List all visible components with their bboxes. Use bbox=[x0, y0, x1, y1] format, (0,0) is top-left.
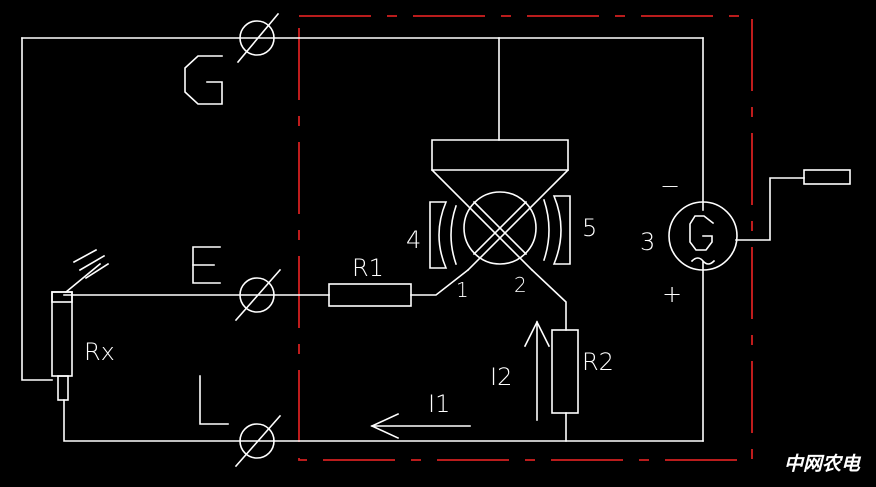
instrument-enclosure bbox=[298, 15, 753, 461]
coil-4 bbox=[429, 201, 458, 269]
label-i2: I2 bbox=[490, 363, 512, 391]
generator bbox=[668, 201, 738, 271]
node2-r2-wire bbox=[530, 268, 567, 331]
label-plus: + bbox=[662, 280, 682, 308]
current-arrow-i1 bbox=[370, 412, 471, 440]
r1-node1-wire bbox=[410, 268, 470, 296]
resistor-r2 bbox=[551, 329, 579, 414]
label-rx: Rx bbox=[84, 338, 115, 366]
current-arrow-i2 bbox=[523, 320, 551, 421]
ground-lead bbox=[64, 262, 102, 294]
label-r1: R1 bbox=[352, 254, 384, 282]
label-coil-3: 3 bbox=[640, 228, 655, 256]
label-node-1: 1 bbox=[456, 278, 469, 302]
crank-knob bbox=[803, 169, 851, 185]
galvanometer-dial bbox=[463, 191, 537, 265]
glyph-e bbox=[192, 246, 221, 284]
label-r2: R2 bbox=[582, 348, 614, 376]
terminal-e bbox=[234, 268, 282, 322]
glyph-g bbox=[184, 55, 223, 105]
crank-arm bbox=[735, 177, 805, 241]
coil-5 bbox=[542, 195, 571, 265]
terminal-g bbox=[236, 12, 280, 64]
wiring bbox=[21, 37, 805, 442]
left-wire bbox=[21, 37, 53, 381]
watermark: 中网农电 bbox=[784, 453, 862, 475]
ac-wave-icon bbox=[690, 257, 716, 265]
glyph-l bbox=[199, 375, 229, 425]
bottom-wire bbox=[63, 399, 704, 442]
resistor-r1 bbox=[328, 283, 412, 307]
label-i1: I1 bbox=[428, 390, 450, 418]
earth-electrode-rx bbox=[51, 248, 110, 401]
galvanometer-head bbox=[431, 139, 569, 171]
terminal-l bbox=[234, 414, 282, 468]
label-coil-4: 4 bbox=[406, 226, 421, 254]
label-minus: − bbox=[660, 172, 680, 200]
galvanometer bbox=[430, 139, 570, 272]
label-coil-5: 5 bbox=[582, 214, 597, 242]
label-node-2: 2 bbox=[514, 273, 527, 297]
